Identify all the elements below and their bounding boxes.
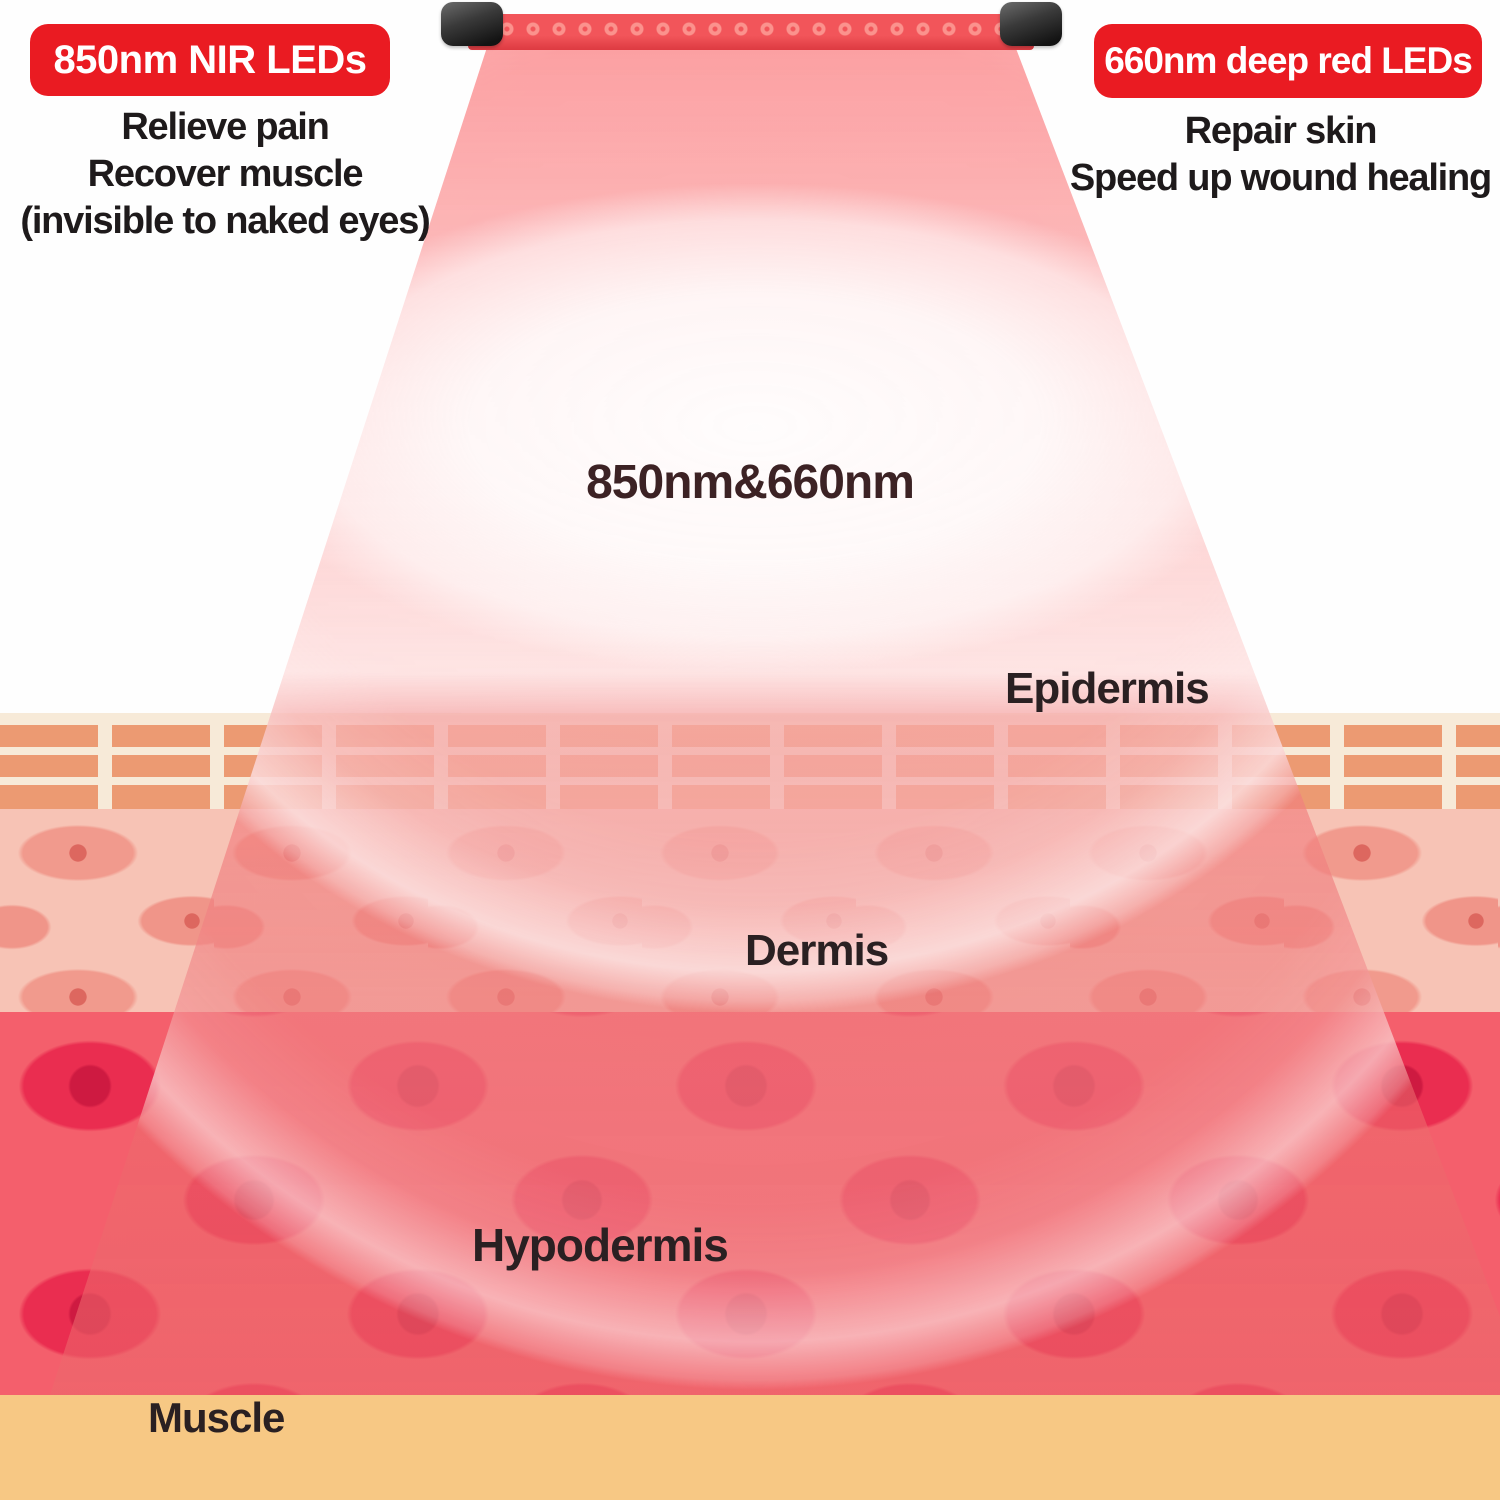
nir-benefit-line: Recover muscle	[87, 153, 364, 195]
nir-benefits-text: Relieve pain Recover muscle (invisible t…	[0, 104, 450, 245]
hypodermis-layer	[0, 1012, 1500, 1395]
badge-660nm-deep-red-leds: 660nm deep red LEDs	[1094, 24, 1482, 98]
red-benefits-text: Repair skin Speed up wound healing	[1058, 108, 1500, 202]
led-bar-right-cap	[1000, 2, 1062, 46]
nir-benefit-line: Relieve pain	[121, 106, 330, 148]
red-benefit-line: Repair skin	[1184, 110, 1378, 152]
epidermis-label: Epidermis	[1005, 664, 1210, 713]
muscle-label: Muscle	[148, 1394, 285, 1441]
dermis-layer	[0, 809, 1500, 1012]
epidermis-layer	[0, 713, 1500, 809]
led-strip	[468, 14, 1034, 50]
hypodermis-label: Hypodermis	[472, 1219, 729, 1271]
dermis-label: Dermis	[745, 926, 889, 975]
nir-benefit-line: (invisible to naked eyes)	[20, 200, 430, 242]
badge-660nm-label: 660nm deep red LEDs	[1104, 40, 1473, 81]
muscle-layer	[0, 1395, 1500, 1500]
led-bar-left-cap	[441, 2, 503, 46]
badge-850nm-label: 850nm NIR LEDs	[53, 37, 367, 82]
wavelength-label: 850nm&660nm	[586, 456, 915, 509]
badge-850nm-nir-leds: 850nm NIR LEDs	[30, 24, 390, 96]
red-benefit-line: Speed up wound healing	[1069, 157, 1492, 199]
